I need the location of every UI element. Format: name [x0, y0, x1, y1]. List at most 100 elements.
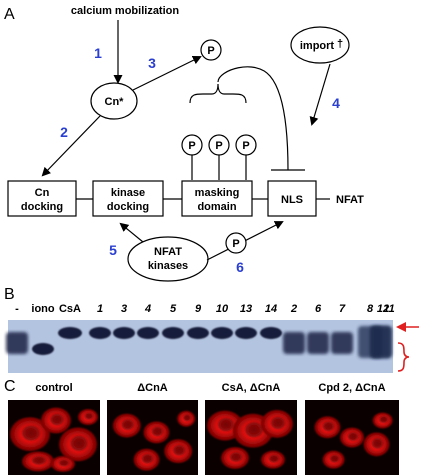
dephosphorylated-brace [397, 342, 410, 372]
lane-label: CsA [59, 303, 81, 315]
blot-band [283, 332, 305, 354]
blot-band [6, 332, 28, 354]
blot-band [331, 332, 353, 354]
kinase-docking-label-1: kinase [111, 187, 145, 199]
cell-nucleus [84, 412, 94, 420]
cell-nucleus [379, 415, 389, 424]
step-5-label: 5 [109, 242, 117, 258]
nls-phosphate-label: P [232, 238, 239, 250]
lane-label: 13 [240, 303, 252, 315]
cell-nucleus [22, 425, 40, 441]
lane-label: 7 [339, 303, 346, 315]
cell-nucleus [270, 416, 286, 430]
lane-label: 12 [377, 303, 389, 315]
cell-nucleus [31, 455, 47, 465]
nfat-kinases-node [127, 236, 209, 282]
lane-label: 8 [367, 303, 374, 315]
blot-band [58, 327, 82, 339]
lane-label: 4 [144, 303, 151, 315]
lane-label: 6 [315, 303, 322, 315]
calcineurin-node [90, 82, 138, 120]
lane-label: iono [31, 303, 54, 315]
lane-label: - [15, 303, 19, 315]
lane-label: 2 [290, 303, 297, 315]
cn-docking-arrow [41, 115, 101, 177]
masking-phosphate-label-1: P [188, 140, 195, 152]
blot-band [371, 326, 391, 358]
phosphate-brace [189, 83, 247, 104]
panel-label-a: A [4, 6, 15, 23]
nfat-kinases-label-1: NFAT [154, 246, 182, 258]
lane-label: 9 [195, 303, 202, 315]
masking-phosphate-1 [181, 134, 203, 156]
import-node [290, 26, 350, 64]
masking-phosphate-label-2: P [215, 140, 222, 152]
lane-label: 10 [216, 303, 229, 315]
cell-nucleus [172, 444, 186, 456]
import-dagger: † [337, 38, 343, 50]
cn-docking-label-1: Cn [35, 187, 50, 199]
cell-nucleus [322, 421, 335, 432]
cn-docking-label-2: docking [21, 201, 63, 213]
masking-phosphate-3 [235, 134, 257, 156]
cell-nucleus [183, 414, 192, 422]
cell-nucleus [371, 437, 384, 449]
micrograph-label: Cpd 2, ΔCnA [318, 382, 385, 394]
micrograph-label: ΔCnA [137, 382, 168, 394]
blot-band [260, 327, 282, 339]
cell-nucleus [217, 417, 235, 432]
step-2-label: 2 [60, 124, 68, 140]
kinase-docking-label-2: docking [107, 201, 149, 213]
blot-band [113, 327, 135, 339]
nls-label: NLS [281, 194, 303, 206]
blot-band [137, 327, 159, 339]
step-3-label: 3 [148, 55, 156, 71]
step-1-label: 1 [94, 45, 102, 61]
cell-nucleus [151, 426, 164, 437]
blot-band [307, 332, 329, 354]
nfat-label: NFAT [336, 194, 364, 206]
nls-phosphate [225, 232, 247, 254]
masking-phosphate-label-3: P [242, 140, 249, 152]
cell-nucleus [329, 454, 340, 463]
lane-label: 14 [265, 303, 277, 315]
calcium-mobilization-label: calcium mobilization [71, 5, 179, 17]
cell-nucleus [347, 432, 359, 441]
lane-label: 1 [97, 303, 103, 315]
blot-band [32, 343, 54, 355]
cn-docking-box [7, 180, 77, 217]
import-arrow [309, 63, 331, 126]
masking-domain-label-1: masking [195, 187, 240, 199]
blot-band [211, 327, 233, 339]
lane-label: 3 [121, 303, 127, 315]
cell-nucleus [50, 413, 64, 426]
blot-band [235, 327, 257, 339]
blot-band [187, 327, 209, 339]
blot-band [89, 327, 111, 339]
step-6-label: 6 [236, 259, 244, 275]
masking-phosphate-2 [208, 134, 230, 156]
blot-bands [6, 326, 392, 358]
lane-label: 5 [170, 303, 177, 315]
cell-nucleus [229, 452, 243, 462]
micrograph-label: CsA, ΔCnA [222, 382, 281, 394]
lane-label: 11 [383, 303, 394, 315]
cell-nucleus [141, 453, 154, 464]
blot-band [162, 327, 184, 339]
cell-nucleus [70, 435, 88, 451]
released-phosphate-label: P [207, 45, 214, 57]
micrograph-row: control ΔCnA CsA, ΔCnA Cpd 2, ΔCnA [8, 382, 399, 475]
masking-domain-label-2: domain [197, 201, 236, 213]
kinase-docking-arrow [119, 222, 144, 243]
cell-nucleus [268, 454, 280, 463]
nfat-kinases-label-2: kinases [148, 260, 188, 272]
step-4-label: 4 [332, 95, 340, 111]
masking-inhibition-line [217, 66, 289, 171]
nls-box [267, 180, 317, 217]
cell-nucleus [121, 419, 135, 430]
cell-nucleus [58, 459, 70, 467]
micrograph-label: control [35, 382, 72, 394]
dephosphorylation-arrow [132, 56, 202, 91]
